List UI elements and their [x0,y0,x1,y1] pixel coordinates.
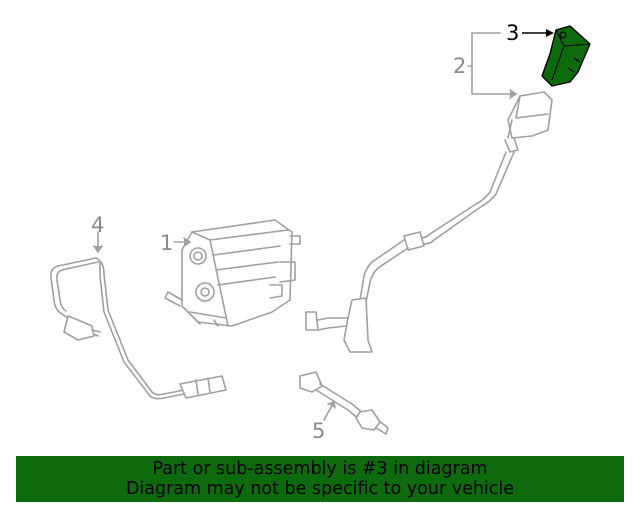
callout-4[interactable]: 4 [91,213,104,237]
banner-line-1: Part or sub-assembly is #3 in diagram [152,459,488,479]
info-banner: Part or sub-assembly is #3 in diagram Di… [16,456,624,502]
part-3-highlighted-sensor[interactable] [541,25,591,87]
part-4-oxygen-sensor[interactable] [50,257,227,400]
part-5-oxygen-sensor[interactable] [299,371,389,435]
callout-5[interactable]: 5 [312,419,325,443]
callout-3[interactable]: 3 [506,21,519,45]
banner-line-2: Diagram may not be specific to your vehi… [125,479,515,499]
parts-diagram: 1 2 3 4 5 [50,21,591,443]
part-2-sensor-harness[interactable] [305,91,553,353]
part-1-canister-assembly[interactable] [164,219,301,327]
callout-2[interactable]: 2 [453,54,466,78]
callout-2-bracket [471,32,517,95]
callout-1[interactable]: 1 [160,231,173,255]
